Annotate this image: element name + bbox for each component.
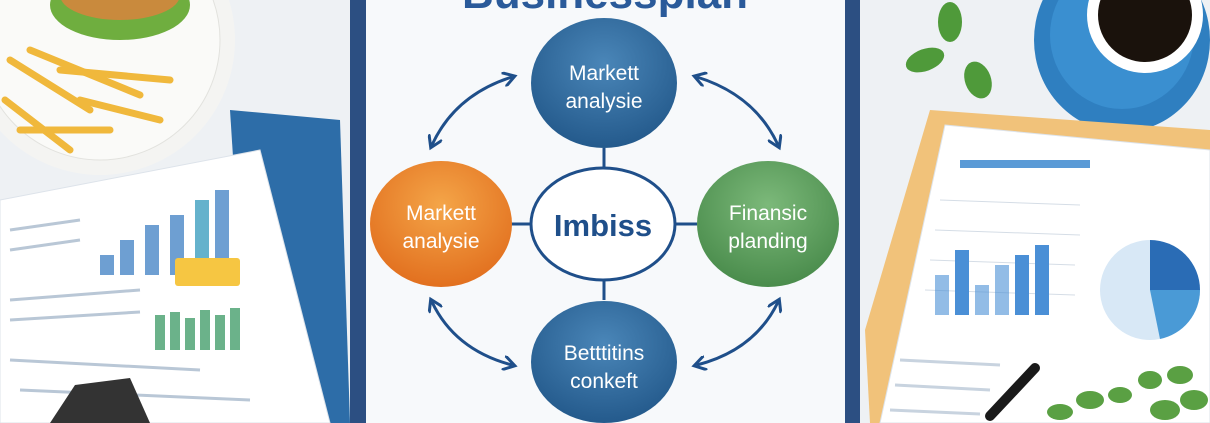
node-top: Markett analysie [531,18,677,148]
node-left: Markett analysie [370,161,512,287]
connectors [432,77,778,365]
node-top-line2: analysie [565,90,642,113]
right-documents [865,110,1210,423]
node-bottom: Betttitins conkeft [531,301,677,423]
plan-title: Businessplan [462,0,748,18]
node-right: Finansic planding [697,161,839,287]
node-bottom-line2: conkeft [570,370,638,393]
node-right-line1: Finansic [729,202,807,225]
node-center: Imbiss [529,166,677,282]
left-documents [0,110,350,423]
node-bottom-line1: Betttitins [564,342,645,365]
clipboard: Businessplan Markett analysie Markett an… [350,0,860,423]
plant [1047,366,1208,420]
food-plate [0,0,235,175]
phone [50,378,150,423]
node-right-line2: planding [728,230,807,253]
node-center-label: Imbiss [554,208,652,243]
coffee-cup [1034,0,1210,132]
node-left-line1: Markett [406,202,476,225]
pen [985,363,1040,421]
node-left-line2: analysie [402,230,479,253]
basil-leaves [905,2,992,99]
node-top-line1: Markett [569,62,639,85]
